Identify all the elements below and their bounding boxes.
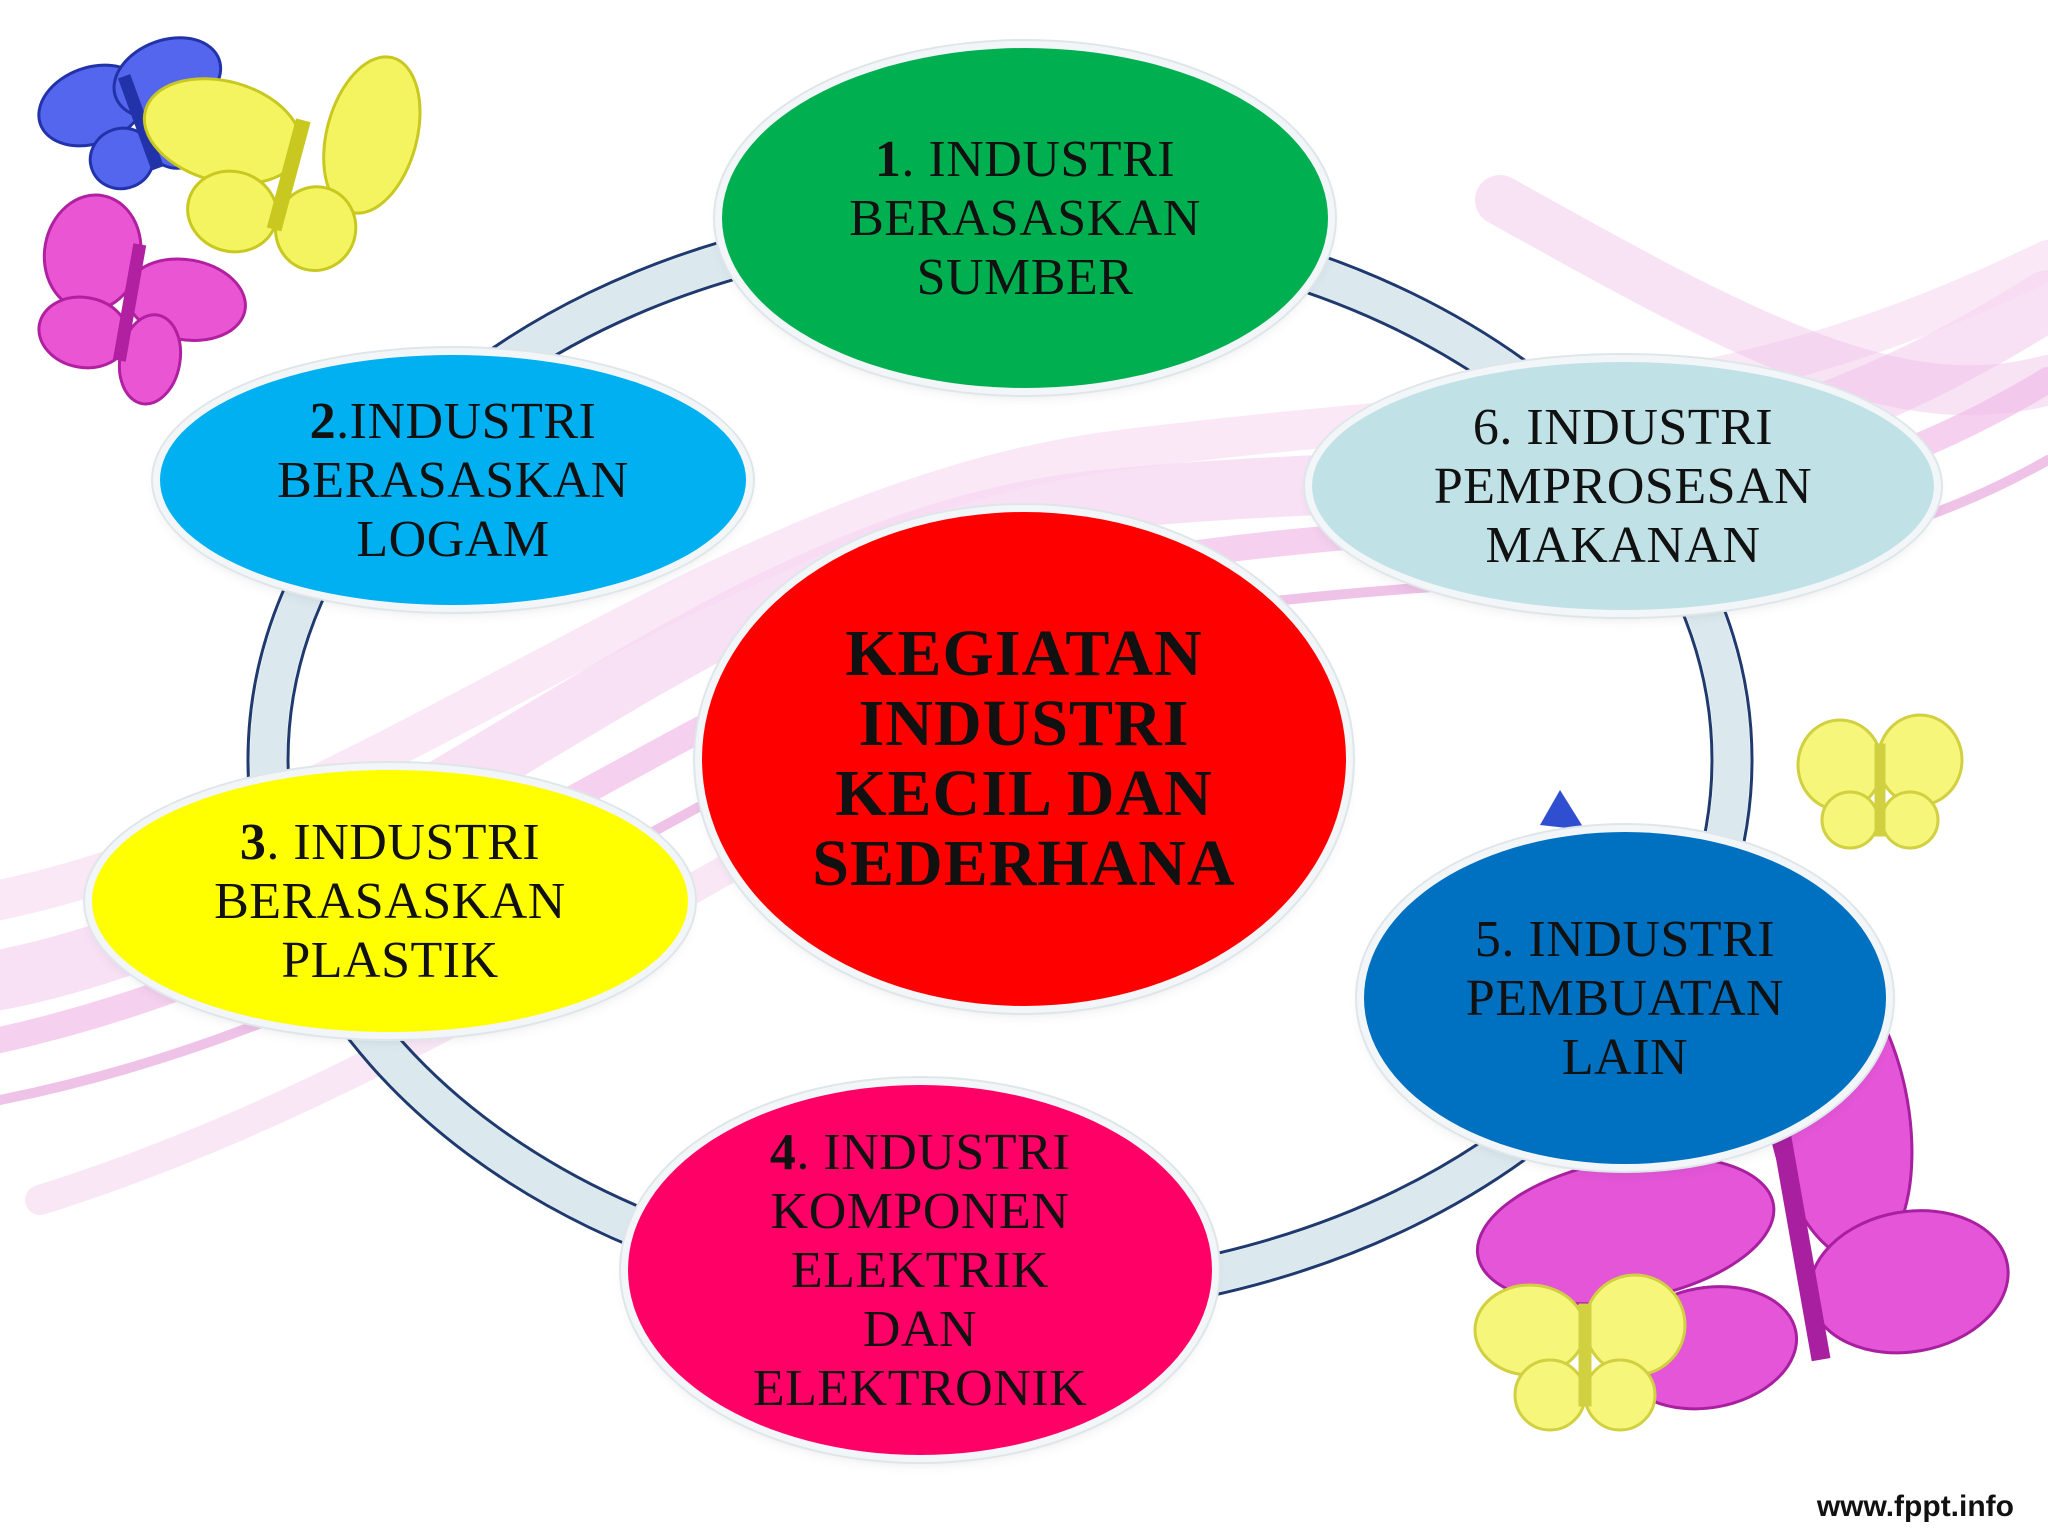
node-3-number: 3	[239, 813, 267, 871]
node-2-number: 2	[309, 392, 337, 450]
node-2-label: 2.INDUSTRI BERASASKAN LOGAM	[277, 392, 629, 568]
node-4-number: 4	[769, 1123, 797, 1181]
node-1-number: 1	[874, 130, 902, 188]
butterfly-pink-icon	[37, 193, 247, 406]
node-industri-pembuatan-lain: 5. INDUSTRI PEMBUATAN LAIN	[1364, 832, 1886, 1164]
node-industri-makanan: 6. INDUSTRI PEMPROSESAN MAKANAN	[1312, 362, 1934, 610]
node-1-label: 1. INDUSTRI BERASASKAN SUMBER	[849, 130, 1201, 306]
node-5-label: 5. INDUSTRI PEMBUATAN LAIN	[1465, 910, 1785, 1086]
center-node: KEGIATAN INDUSTRI KECIL DAN SEDERHANA	[702, 512, 1346, 1006]
butterfly-yellow-right-icon	[1796, 713, 1964, 850]
butterfly-yellow-icon	[142, 55, 422, 273]
watermark: www.fppt.info	[1816, 1490, 2014, 1523]
node-industri-plastik: 3. INDUSTRI BERASASKAN PLASTIK	[92, 770, 688, 1032]
node-5-number: 5	[1474, 910, 1502, 968]
center-title: KEGIATAN INDUSTRI KECIL DAN SEDERHANA	[812, 617, 1236, 900]
node-industri-logam: 2.INDUSTRI BERASASKAN LOGAM	[160, 355, 746, 605]
butterfly-yellow-bottom-icon	[1473, 1273, 1687, 1432]
node-6-number: 6	[1472, 398, 1500, 456]
node-industri-sumber: 1. INDUSTRI BERASASKAN SUMBER	[722, 48, 1328, 388]
node-industri-elektronik: 4. INDUSTRI KOMPONEN ELEKTRIK DAN ELEKTR…	[628, 1085, 1212, 1455]
node-3-label: 3. INDUSTRI BERASASKAN PLASTIK	[214, 813, 566, 989]
node-4-label: 4. INDUSTRI KOMPONEN ELEKTRIK DAN ELEKTR…	[752, 1123, 1088, 1417]
node-6-label: 6. INDUSTRI PEMPROSESAN MAKANAN	[1433, 398, 1813, 574]
